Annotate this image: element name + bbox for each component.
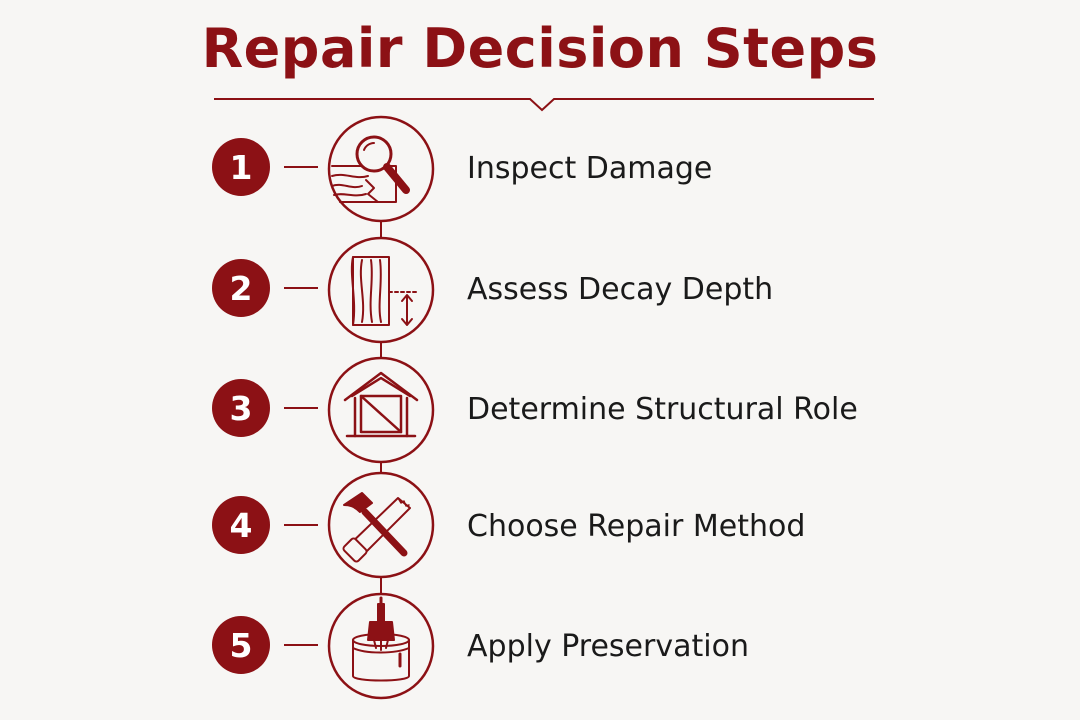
svg-text:3: 3 <box>230 389 253 428</box>
step-badge-2: 2 <box>212 259 270 317</box>
step-badge-5: 5 <box>212 616 270 674</box>
brush-and-paint-can-icon <box>352 596 410 682</box>
svg-text:5: 5 <box>230 626 253 665</box>
step-badge-3: 3 <box>212 379 270 437</box>
house-frame-icon <box>343 371 419 438</box>
page-title: Repair Decision Steps <box>201 17 879 80</box>
step-badge-1: 1 <box>212 138 270 196</box>
svg-text:4: 4 <box>230 506 253 545</box>
wood-plank-depth-icon <box>350 256 419 326</box>
step-2-label: Assess Decay Depth <box>467 272 774 307</box>
svg-text:1: 1 <box>230 148 253 187</box>
step-4-label: Choose Repair Method <box>467 509 806 544</box>
step-1-label: Inspect Damage <box>467 151 713 186</box>
svg-text:2: 2 <box>230 269 253 308</box>
step-badge-4: 4 <box>212 496 270 554</box>
title-underline <box>214 98 874 112</box>
step-3-label: Determine Structural Role <box>467 392 858 427</box>
hammer-and-saw-icon <box>342 492 411 563</box>
magnifier-on-wood-icon <box>331 135 410 203</box>
step-5-label: Apply Preservation <box>467 629 749 664</box>
badge-connectors <box>284 166 318 646</box>
